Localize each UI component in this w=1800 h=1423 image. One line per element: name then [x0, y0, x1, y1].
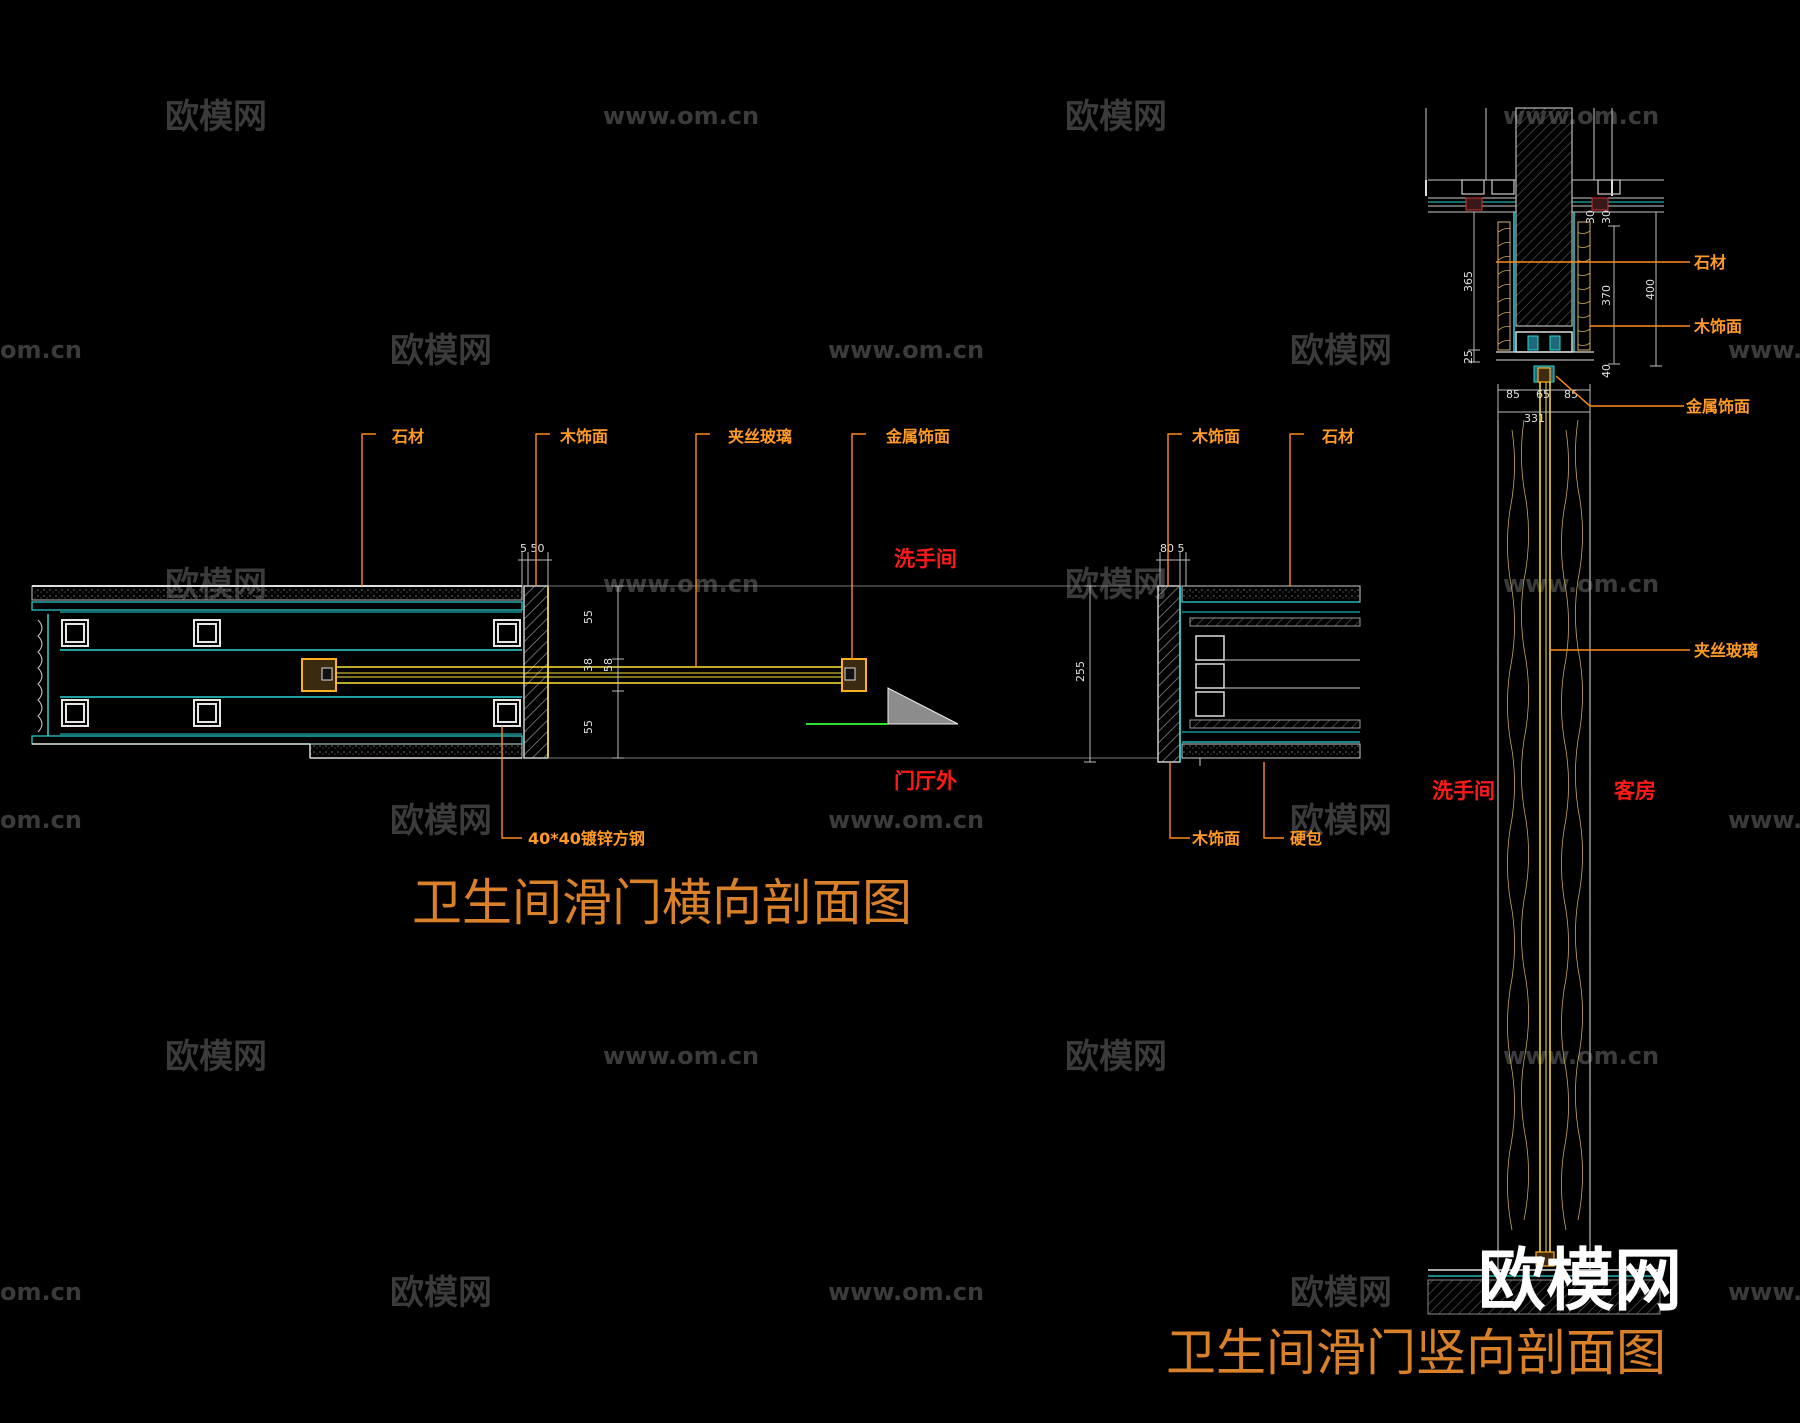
- watermark-url: www.om.cn: [603, 570, 759, 598]
- watermark-url: www.om.cn: [828, 1278, 984, 1306]
- watermark-brand: 欧模网: [1290, 801, 1392, 841]
- dim-v-2: 370: [1600, 285, 1613, 306]
- label-stone-right: 石材: [1321, 427, 1354, 446]
- room-left: 洗手间: [1432, 779, 1495, 803]
- label-v-wood: 木饰面: [1693, 317, 1742, 336]
- label-stone-left: 石材: [391, 427, 424, 446]
- right-wall: [1157, 585, 1361, 766]
- watermark-url: www.om.cn: [1503, 1042, 1659, 1070]
- dim-v-1: 365: [1462, 271, 1475, 292]
- label-metal: 金属饰面: [885, 427, 950, 446]
- vertical-section: 365 25 30 370 400 40 30 85 65 85 331 石材 …: [1166, 107, 1758, 1382]
- label-v-glass: 夹丝玻璃: [1694, 641, 1758, 660]
- leaders-horizontal: [361, 433, 1304, 839]
- dim-v-10: 331: [1524, 412, 1545, 425]
- dim-left-d: 58: [602, 658, 615, 672]
- horizontal-section: 5 50 80 5 55 38 58 55 255 石材 木饰面 夹丝玻璃 金属…: [31, 427, 1361, 932]
- watermark-brand: 欧模网: [1065, 97, 1167, 137]
- title-vertical: 卫生间滑门竖向剖面图: [1166, 1324, 1666, 1382]
- title-horizontal: 卫生间滑门横向剖面图: [412, 874, 912, 932]
- dim-v-6: 40: [1600, 364, 1613, 378]
- dim-left-c: 55: [582, 720, 595, 734]
- dim-v-4: 30: [1584, 210, 1597, 224]
- watermark-url: www.om.cn: [603, 1042, 759, 1070]
- dim-v-9: 85: [1564, 388, 1578, 401]
- watermark-url: www.om.cn: [1728, 806, 1800, 834]
- watermark-brand: 欧模网: [390, 331, 492, 371]
- watermark-url: www.om.cn: [1728, 336, 1800, 364]
- room-right: 客房: [1614, 779, 1656, 803]
- label-v-metal: 金属饰面: [1685, 397, 1750, 416]
- watermark-url: www.om.cn: [828, 336, 984, 364]
- watermark-brand: 欧模网: [390, 801, 492, 841]
- label-wood-bottom: 木饰面: [1191, 829, 1240, 848]
- dim-v-7: 85: [1506, 388, 1520, 401]
- leaders-vertical: [1496, 261, 1690, 651]
- brand-logo: 欧模网: [1478, 1242, 1682, 1321]
- room-top: 洗手间: [894, 547, 957, 571]
- dim-left-a: 55: [582, 610, 595, 624]
- watermark-brand: 欧模网: [1065, 1037, 1167, 1077]
- label-glass: 夹丝玻璃: [728, 427, 792, 446]
- sliding-door-panel: [301, 658, 867, 692]
- floor: [1427, 1269, 1661, 1315]
- watermark-url: om.cn: [0, 806, 82, 834]
- label-wood-right: 木饰面: [1191, 427, 1240, 446]
- dim-v-5: 25: [1462, 350, 1475, 364]
- label-soft-pack: 硬包: [1290, 829, 1322, 848]
- header-wall: [1515, 107, 1573, 327]
- watermark-brand: 欧模网: [390, 1273, 492, 1313]
- dimensions-horizontal: [518, 552, 1190, 763]
- watermark-url: om.cn: [0, 336, 82, 364]
- dim-v-8: 65: [1536, 388, 1550, 401]
- label-v-stone: 石材: [1693, 253, 1726, 272]
- dim-v-3: 400: [1644, 279, 1657, 300]
- watermarks: 欧模网 www.om.cn 欧模网 www.om.cn om.cn 欧模网 ww…: [0, 97, 1800, 1313]
- label-steel: 40*40镀锌方钢: [528, 829, 645, 848]
- watermark-brand: 欧模网: [165, 1037, 267, 1077]
- room-bottom: 门厅外: [894, 769, 957, 793]
- watermark-url: www.om.cn: [828, 806, 984, 834]
- watermark-url: om.cn: [0, 1278, 82, 1306]
- watermark-brand: 欧模网: [165, 97, 267, 137]
- label-wood-left: 木饰面: [559, 427, 608, 446]
- steel-tubes: [61, 619, 521, 727]
- watermark-brand: 欧模网: [1290, 331, 1392, 371]
- dim-top-left: 5 50: [520, 542, 545, 555]
- door-leaf-vertical: [1497, 382, 1591, 1270]
- dim-right-total: 255: [1074, 661, 1087, 682]
- door-track: [1515, 331, 1573, 353]
- watermark-url: www.om.cn: [1728, 1278, 1800, 1306]
- dim-top-right: 80 5: [1160, 542, 1185, 555]
- watermark-brand: 欧模网: [1290, 1273, 1392, 1313]
- dim-v-11: 30: [1600, 210, 1613, 224]
- threshold-wedge: [887, 687, 959, 725]
- ceiling: [1425, 108, 1664, 213]
- watermark-url: www.om.cn: [603, 102, 759, 130]
- dimensions-vertical: [1468, 211, 1662, 420]
- watermark-url: www.om.cn: [1503, 570, 1659, 598]
- dim-left-b: 38: [582, 658, 595, 672]
- watermark-brand: 欧模网: [1065, 565, 1167, 605]
- left-wall: [31, 585, 549, 759]
